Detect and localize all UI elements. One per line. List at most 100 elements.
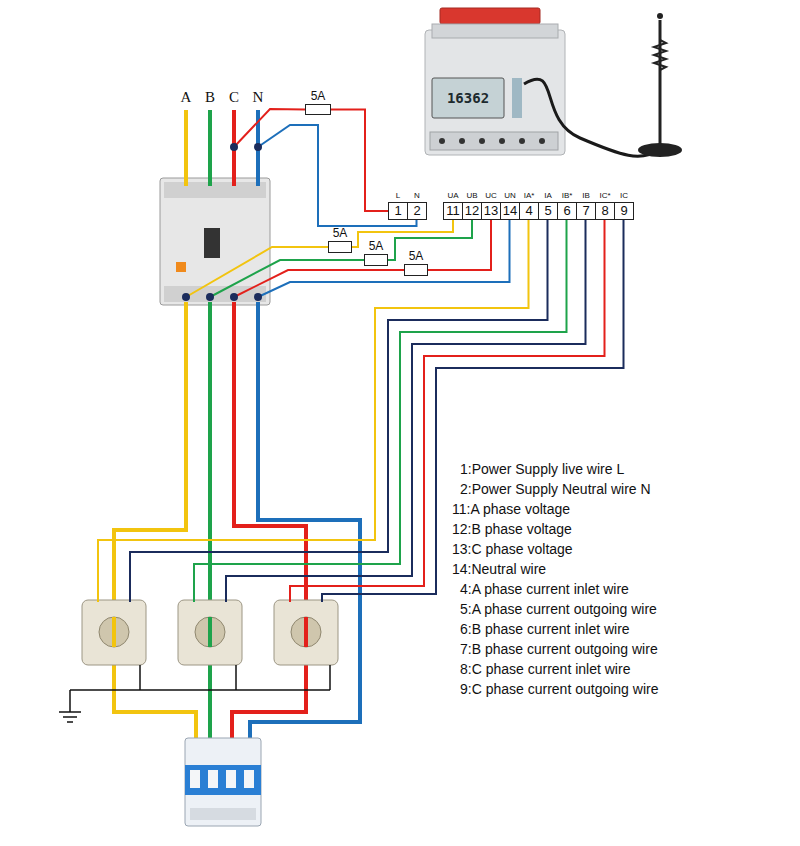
fuse: 5A bbox=[305, 90, 331, 115]
display-reading: 16362 bbox=[447, 90, 489, 106]
terminal-name: IA bbox=[538, 192, 558, 202]
meter-screw bbox=[439, 138, 445, 144]
terminal-note: 2:Power Supply Neutral wire N bbox=[460, 481, 651, 497]
supply-wire bbox=[234, 109, 305, 147]
terminal-name: IC bbox=[614, 192, 634, 202]
phase-label: A bbox=[181, 89, 192, 106]
terminal-name: UB bbox=[462, 192, 482, 202]
terminal-note: 8:C phase current inlet wire bbox=[460, 661, 630, 677]
mcb-terminals bbox=[190, 808, 256, 820]
fuse-rating: 5A bbox=[328, 227, 352, 241]
terminal-note: 12:B phase voltage bbox=[452, 521, 572, 537]
ground-symbol bbox=[59, 711, 81, 713]
phase-b-wire bbox=[208, 302, 212, 742]
ground-symbol bbox=[63, 716, 77, 718]
fuse-wire bbox=[352, 220, 453, 247]
meter-terminal-block bbox=[440, 8, 540, 24]
meter-bottom-row bbox=[430, 132, 558, 150]
fuse-box bbox=[364, 254, 388, 266]
terminal-note: 6:B phase current inlet wire bbox=[460, 621, 630, 637]
terminal: IC9 bbox=[614, 192, 634, 220]
fuse-rating: 5A bbox=[404, 250, 428, 264]
terminal-cell: 12 bbox=[462, 202, 482, 220]
terminal-cell: 13 bbox=[481, 202, 501, 220]
terminal-name: IC* bbox=[595, 192, 615, 202]
phase-label: N bbox=[253, 89, 264, 106]
terminal-number: 6 bbox=[563, 203, 570, 219]
junction-dot bbox=[182, 293, 190, 301]
breaker-button bbox=[176, 262, 186, 272]
terminal: UC13 bbox=[481, 192, 501, 220]
terminal-cell: 11 bbox=[443, 202, 463, 220]
fuse-wire bbox=[428, 220, 491, 270]
phase-b-wire bbox=[208, 617, 212, 647]
terminal-note: 13:C phase voltage bbox=[452, 541, 573, 557]
terminal-cell: 7 bbox=[576, 202, 596, 220]
terminal-name: N bbox=[407, 192, 427, 202]
ground-symbol bbox=[69, 690, 71, 712]
terminal: UN14 bbox=[500, 192, 520, 220]
current-transformer bbox=[178, 600, 242, 665]
terminal-note: 7:B phase current outgoing wire bbox=[460, 641, 658, 657]
ground-wire bbox=[70, 689, 330, 691]
terminal: L1 bbox=[388, 192, 408, 220]
mcb-toggle bbox=[208, 770, 218, 788]
terminal-number: 7 bbox=[582, 203, 589, 219]
terminal: N2 bbox=[407, 192, 427, 220]
fuse-box bbox=[404, 264, 428, 276]
terminal-name: UN bbox=[500, 192, 520, 202]
current-wire bbox=[226, 220, 586, 602]
terminal-number: 11 bbox=[446, 203, 460, 219]
terminal-cell: 9 bbox=[614, 202, 634, 220]
terminal-name: IB* bbox=[557, 192, 577, 202]
ct-window bbox=[291, 617, 321, 647]
terminal-note: 14:Neutral wire bbox=[452, 561, 546, 577]
current-transformer bbox=[82, 600, 146, 665]
phase-a-wire bbox=[184, 110, 188, 186]
breaker-handle bbox=[204, 228, 220, 258]
phase-b-wire bbox=[208, 110, 212, 186]
terminal-number: 5 bbox=[544, 203, 551, 219]
ground-wire bbox=[139, 665, 141, 690]
terminal: UA11 bbox=[443, 192, 463, 220]
breaker-top bbox=[164, 182, 266, 198]
mcb-toggle bbox=[226, 770, 236, 788]
terminal-number: 4 bbox=[525, 203, 532, 219]
junction-dot bbox=[230, 143, 238, 151]
meter-screw bbox=[499, 138, 505, 144]
junction-dot bbox=[230, 293, 238, 301]
fuse-box bbox=[328, 241, 352, 253]
mcb-toggle bbox=[190, 770, 200, 788]
phase-a-wire bbox=[114, 302, 196, 742]
ground-symbol bbox=[67, 721, 73, 723]
terminal-name: L bbox=[388, 192, 408, 202]
voltage-tap bbox=[210, 260, 364, 297]
fuse-box bbox=[305, 104, 331, 115]
phase-label: C bbox=[229, 89, 239, 106]
fuse-wire bbox=[388, 220, 472, 260]
terminal-note: 5:A phase current outgoing wire bbox=[460, 601, 657, 617]
fuse-rating: 5A bbox=[305, 90, 331, 104]
current-wire bbox=[290, 220, 605, 602]
antenna-rod bbox=[659, 20, 662, 148]
fuse: 5A bbox=[328, 227, 352, 253]
phase-a-wire bbox=[112, 617, 116, 647]
terminal: IC*8 bbox=[595, 192, 615, 220]
terminal: IB7 bbox=[576, 192, 596, 220]
meter-screw bbox=[519, 138, 525, 144]
terminal: IB*6 bbox=[557, 192, 577, 220]
ground-wire bbox=[329, 665, 331, 690]
terminal-number: 2 bbox=[413, 203, 420, 219]
voltage-tap bbox=[234, 270, 404, 297]
mcb-body bbox=[185, 738, 261, 826]
terminal-cell: 1 bbox=[388, 202, 408, 220]
antenna-tip bbox=[657, 13, 663, 19]
junction-dot bbox=[254, 293, 262, 301]
terminal-note: 9:C phase current outgoing wire bbox=[460, 681, 658, 697]
junction-dot bbox=[206, 293, 214, 301]
meter-screw bbox=[539, 138, 545, 144]
terminal-note: 4:A phase current inlet wire bbox=[460, 581, 629, 597]
fuse: 5A bbox=[364, 240, 388, 266]
